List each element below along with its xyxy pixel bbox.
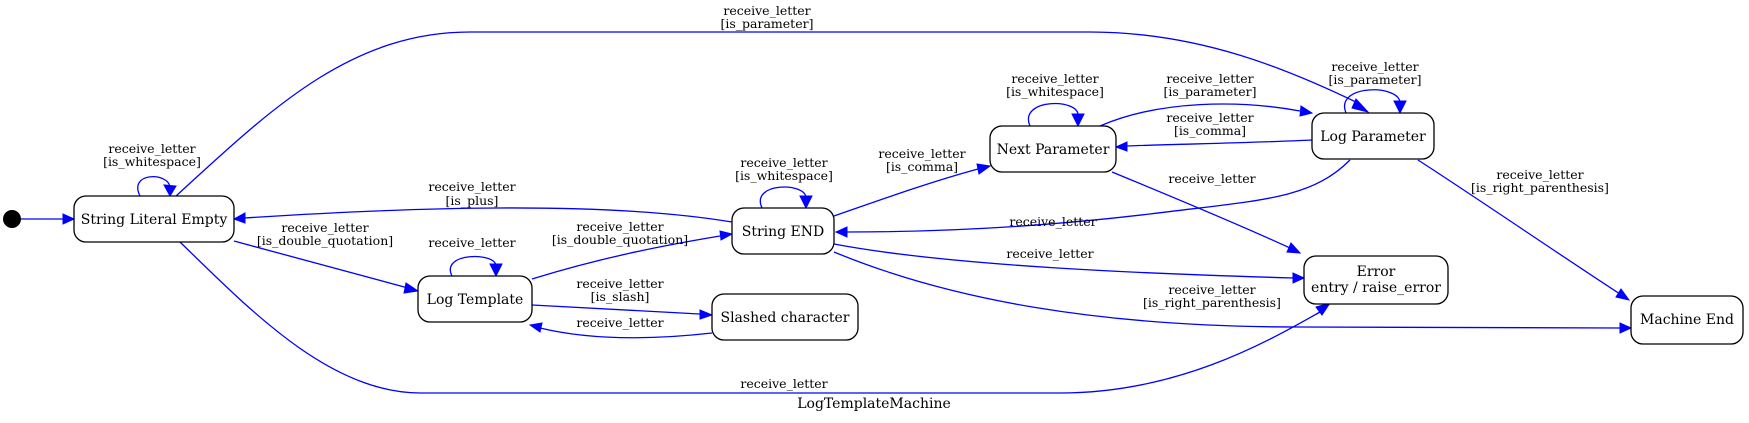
state-string-end: String END: [731, 207, 835, 255]
edge-string-end-to-next-parameter: [833, 163, 992, 217]
edge-label: receive_letter: [1168, 171, 1255, 186]
diagram-title: LogTemplateMachine: [797, 396, 951, 412]
edge-label: receive_letter: [723, 3, 810, 18]
state-log-template: Log Template: [417, 275, 533, 323]
initial-state-dot: [3, 210, 21, 228]
state-label: String Literal Empty: [81, 212, 228, 228]
edge-sle-to-log-template: [233, 240, 420, 294]
edge-label: [is_parameter]: [721, 16, 814, 31]
state-label: Next Parameter: [997, 142, 1110, 158]
state-label-line2: entry / raise_error: [1311, 280, 1441, 296]
edge-label: receive_letter: [1331, 59, 1418, 74]
state-slashed-character: Slashed character: [711, 293, 859, 341]
edge-string-end-to-machine-end: [833, 251, 1633, 334]
edge-label: [is_right_parenthesis]: [1143, 295, 1281, 310]
edge-label: [is_double_quotation]: [257, 233, 393, 248]
edge-log-parameter-to-np: [1114, 139, 1313, 152]
edge-label: receive_letter: [428, 235, 515, 250]
edge-np-to-error: [1111, 171, 1302, 254]
state-machine-end: Machine End: [1630, 295, 1744, 345]
edge-slashed-to-lt: [528, 322, 713, 339]
state-string-literal-empty: String Literal Empty: [73, 195, 235, 243]
edge-label: receive_letter: [1011, 71, 1098, 86]
edge-label: receive_letter: [576, 315, 663, 330]
edge-label: [is_double_quotation]: [552, 232, 688, 247]
edge-label: [is_slash]: [591, 289, 650, 304]
edge-label: receive_letter: [1168, 282, 1255, 297]
edge-string-end-to-error: [833, 243, 1306, 284]
edge-se-self-loop: [759, 186, 813, 210]
edge-label: receive_letter: [108, 141, 195, 156]
edge-label: [is_parameter]: [1329, 72, 1422, 87]
state-label: Log Template: [427, 292, 524, 308]
edge-lt-to-string-end: [531, 230, 734, 280]
edge-label: receive_letter: [740, 376, 827, 391]
edge-np-self-loop: [1027, 102, 1085, 128]
edge-label: [is_comma]: [1174, 123, 1246, 138]
state-next-parameter: Next Parameter: [989, 125, 1117, 173]
state-label: Log Parameter: [1320, 129, 1426, 145]
edge-label: receive_letter: [1496, 167, 1583, 182]
edge-label: receive_letter: [576, 219, 663, 234]
edge-label: receive_letter: [878, 146, 965, 161]
edge-log-parameter-to-string-end: [834, 159, 1351, 238]
edge-label: receive_letter: [1166, 110, 1253, 125]
edge-label: [is_whitespace]: [735, 168, 833, 183]
state-log-parameter: Log Parameter: [1311, 112, 1435, 160]
edge-label: receive_letter: [281, 220, 368, 235]
state-label-line1: Error: [1357, 264, 1396, 280]
edge-label: [is_right_parenthesis]: [1471, 180, 1609, 195]
edge-lt-to-slashed: [531, 304, 714, 320]
edge-label: receive_letter: [1009, 214, 1096, 229]
edge-label: receive_letter: [740, 155, 827, 170]
edge-initial-to-string-literal-empty: [20, 213, 76, 225]
edge-sle-to-error: [179, 241, 1332, 394]
edge-label: [is_plus]: [446, 193, 499, 208]
state-label: String END: [742, 224, 825, 240]
edge-lp-self-loop: [1343, 89, 1407, 115]
edge-lt-self-loop: [449, 255, 503, 278]
state-error: Error entry / raise_error: [1303, 255, 1449, 305]
state-label: Machine End: [1640, 312, 1734, 328]
edge-sle-to-log-parameter: [175, 31, 1370, 197]
edge-label: [is_whitespace]: [1006, 84, 1104, 99]
edge-label: [is_comma]: [886, 159, 958, 174]
edge-label: [is_whitespace]: [103, 154, 201, 169]
edge-label: receive_letter: [1166, 71, 1253, 86]
edge-np-to-log-parameter: [1099, 103, 1314, 127]
edge-label: receive_letter: [428, 179, 515, 194]
state-label: Slashed character: [720, 310, 849, 326]
edge-label: [is_parameter]: [1164, 84, 1257, 99]
edge-sle-self-loop: [137, 176, 177, 198]
edge-label: receive_letter: [1006, 246, 1093, 261]
edge-log-parameter-to-machine-end: [1417, 159, 1631, 301]
edge-string-end-to-sle: [232, 207, 733, 224]
edge-label: receive_letter: [576, 276, 663, 291]
